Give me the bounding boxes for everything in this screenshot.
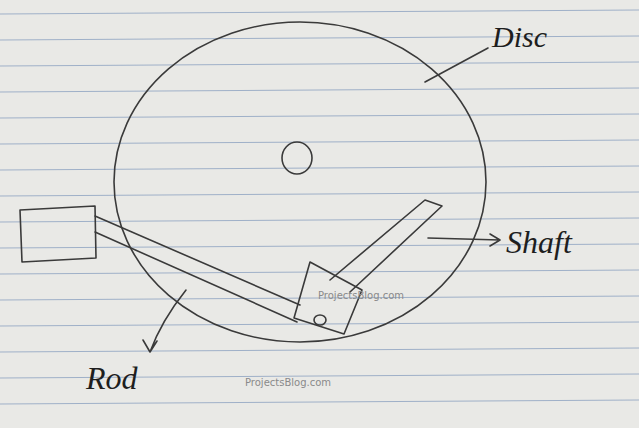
part-label: Rod <box>86 362 138 394</box>
disc-leader <box>425 48 488 82</box>
shaft-leader-arrow <box>428 234 500 246</box>
disc-outline <box>114 22 486 342</box>
watermark: ProjectsBlog.com <box>245 378 331 388</box>
rod-leader-arrow <box>143 290 186 352</box>
slider-block <box>20 206 96 262</box>
shaft-bar <box>330 200 442 292</box>
disc-center-hole <box>282 142 312 174</box>
watermark: ProjectsBlog.com <box>318 291 404 301</box>
part-label: Shaft <box>506 226 572 258</box>
crank-pin <box>314 315 326 325</box>
part-label: Disc <box>492 22 547 52</box>
notebook-lines <box>0 10 639 404</box>
rod-bar <box>95 216 300 322</box>
